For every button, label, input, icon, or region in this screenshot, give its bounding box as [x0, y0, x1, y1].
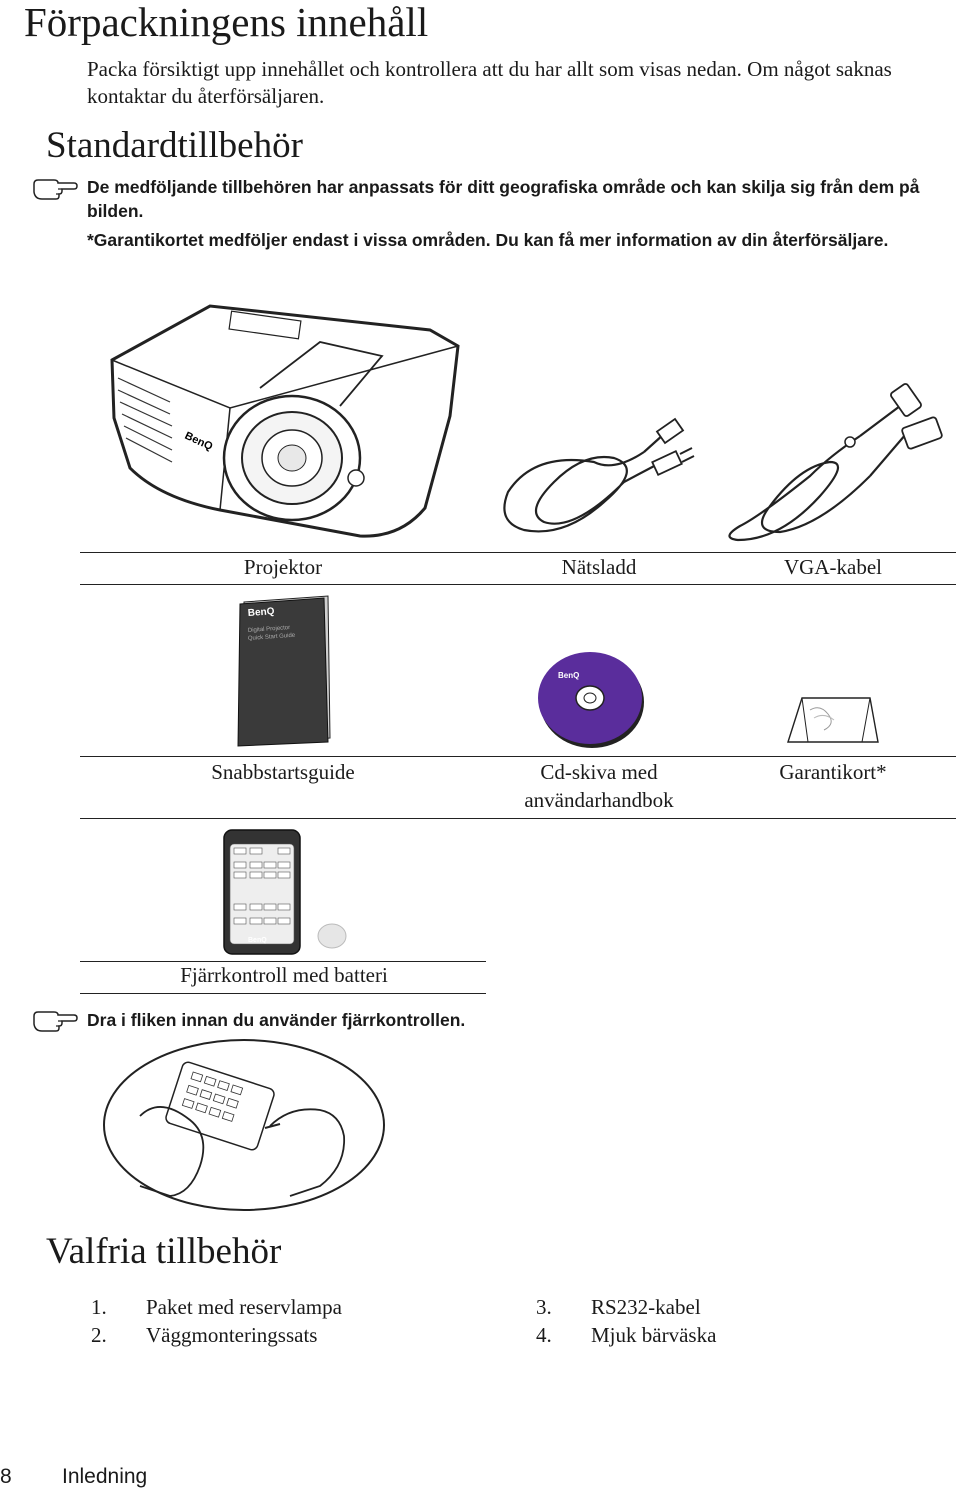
caption-remote-control: Fjärrkontroll med batteri — [180, 963, 388, 987]
power-cord-image — [503, 417, 695, 533]
note-remote-tab: Dra i fliken innan du använder fjärrkont… — [87, 1010, 466, 1030]
caption-vga-cable: VGA-kabel — [784, 555, 882, 579]
caption-power-cord: Nätsladd — [561, 555, 637, 579]
section-heading-standard: Standardtillbehör — [46, 125, 303, 166]
note-warranty: *Garantikortet medföljer endast i vissa … — [87, 230, 889, 250]
optional-item-number: 4. — [536, 1323, 552, 1347]
table-rule — [80, 961, 486, 962]
table-rule — [80, 993, 486, 994]
optional-item-label: RS232-kabel — [591, 1295, 701, 1319]
table-rule — [80, 818, 956, 819]
remote-brand: BenQ — [248, 937, 267, 944]
pointing-hand-icon — [33, 1011, 78, 1032]
note-regional: De medföljande tillbehören har anpassats… — [87, 177, 920, 221]
vga-cable-image — [728, 383, 943, 542]
intro-text: Packa försiktigt upp innehållet och kont… — [87, 57, 892, 108]
remote-control-image: BenQ — [223, 829, 347, 955]
optional-item-label: Mjuk bärväska — [591, 1323, 717, 1347]
guide-text-line: Quick Start Guide — [248, 633, 296, 642]
table-rule — [80, 584, 956, 585]
optional-item-number: 3. — [536, 1295, 552, 1319]
cd-image: BenQ — [538, 652, 644, 748]
guide-brand: BenQ — [247, 606, 275, 619]
page-number: 8 — [0, 1465, 12, 1488]
caption-warranty-card: Garantikort* — [779, 760, 887, 784]
optional-item-label: Väggmonteringssats — [146, 1323, 318, 1347]
cd-brand: BenQ — [558, 671, 579, 680]
footer-section: Inledning — [62, 1465, 148, 1488]
caption-projector: Projektor — [243, 555, 323, 579]
caption-quick-start-guide: Snabbstartsguide — [211, 760, 355, 784]
optional-item-number: 2. — [91, 1323, 107, 1347]
projector-image: BenQ — [110, 304, 460, 538]
section-heading-optional: Valfria tillbehör — [46, 1231, 282, 1272]
pointing-hand-icon — [33, 179, 78, 200]
remote-tab-illustration — [103, 1039, 385, 1211]
optional-item-label: Paket med reservlampa — [146, 1295, 342, 1319]
caption-cd: Cd-skiva med användarhandbok — [524, 760, 674, 812]
quick-start-guide-image: BenQ Digital Projector Quick Start Guide — [237, 595, 331, 747]
warranty-card-image — [787, 697, 879, 743]
table-rule — [80, 552, 956, 553]
page-title: Förpackningens innehåll — [24, 0, 429, 45]
guide-text-line: Digital Projector — [248, 625, 291, 634]
table-rule — [80, 756, 956, 757]
optional-item-number: 1. — [91, 1295, 107, 1319]
